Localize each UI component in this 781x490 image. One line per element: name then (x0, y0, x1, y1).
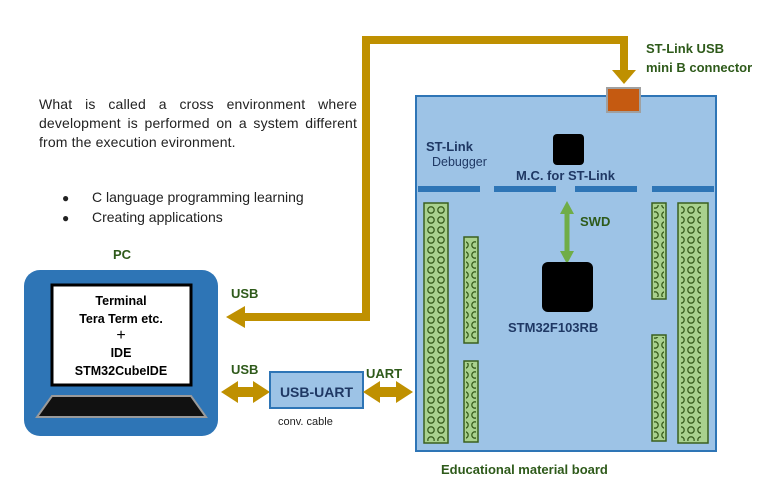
pin-header-right-upper (651, 202, 667, 300)
usb-cable-top (242, 36, 628, 321)
stlink-separator-bar (494, 186, 556, 192)
screen-line-ide: IDE (110, 346, 132, 360)
bullet-item: ●C language programming learning (62, 189, 304, 205)
screen-line-cubeide: STM32CubeIDE (74, 364, 168, 378)
cross-environment-description: What is called a cross environment where… (39, 96, 357, 150)
stlink-separator-bar (418, 186, 480, 192)
usb-uart-converter (269, 371, 364, 409)
stlink-debugger-label: Debugger (432, 155, 487, 169)
stlink-connector-label: ST-Link USB mini B connector (646, 39, 752, 77)
stlink-title: ST-Link (426, 139, 473, 154)
uart-double-arrow (363, 381, 413, 403)
bullet-text: Creating applications (92, 209, 223, 225)
stlink-separator-bar (575, 186, 637, 192)
usb-bottom-double-arrow (221, 381, 270, 403)
usb-uart-box-label: USB-UART (279, 384, 354, 400)
pin-header-left-lower (463, 360, 479, 443)
usb-arrow-to-pc (226, 306, 245, 328)
stlink-mcu-label: M.C. for ST-Link (516, 168, 615, 183)
bullet-item: ●Creating applications (62, 209, 223, 225)
laptop-screen (50, 283, 193, 387)
usb-arrow-to-connector (612, 70, 636, 84)
laptop-screen-text: Terminal Tera Term etc. + IDE STM32CubeI… (56, 292, 186, 380)
bullet-text: C language programming learning (92, 189, 304, 205)
pc-label: PC (113, 247, 132, 262)
stm32-chip (542, 262, 593, 312)
laptop-keyboard (35, 395, 208, 418)
conv-cable-label: conv. cable (278, 416, 333, 428)
pin-header-left-double (423, 202, 449, 444)
stm32-label: STM32F103RB (508, 320, 599, 335)
usb-top-label: USB (231, 286, 259, 301)
usb-bottom-label: USB (231, 362, 259, 377)
swd-arrow-head-up (560, 201, 574, 214)
stlink-connector-line: mini B connector (646, 60, 753, 75)
stlink-usb-connector (606, 87, 641, 113)
stlink-separator-bar (652, 186, 714, 192)
stlink-connector-line: ST-Link USB (646, 41, 725, 56)
swd-arrow-head-down (560, 251, 574, 264)
uart-label: UART (366, 366, 403, 381)
screen-line-terminal: Terminal (95, 294, 147, 308)
screen-line-plus: + (116, 327, 126, 344)
swd-label: SWD (580, 214, 611, 229)
pin-header-right-double (677, 202, 709, 444)
screen-line-teraterm: Tera Term etc. (79, 312, 163, 326)
board-label: Educational material board (441, 462, 608, 477)
pin-header-left-upper (463, 236, 479, 344)
bullet-list: ●C language programming learning ●Creati… (62, 187, 304, 227)
pin-header-right-lower (651, 334, 667, 442)
stlink-mcu-chip (553, 134, 584, 165)
